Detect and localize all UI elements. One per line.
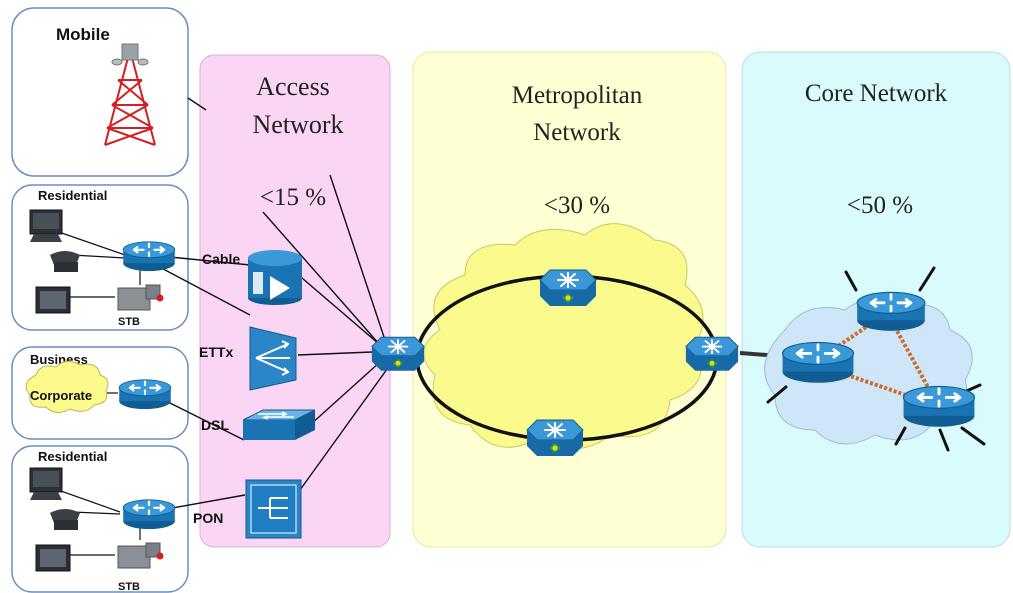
access-title-line2: Network: [253, 110, 344, 139]
desktop-icon: [29, 209, 63, 242]
dsl-switch-icon: [242, 409, 316, 440]
access-title-line1: Access: [256, 72, 330, 101]
desktop-icon: [29, 467, 63, 500]
corporate-label: Corporate: [30, 388, 92, 403]
pon-label: PON: [193, 510, 223, 526]
cable-modem-icon: [248, 250, 302, 305]
metro-title-line1: Metropolitan: [512, 82, 643, 109]
core-percent: <50 %: [847, 192, 913, 219]
metro-switch-bottom-icon: [526, 419, 584, 457]
metro-title-line2: Network: [533, 119, 621, 146]
residential-top-router-icon: [122, 240, 176, 272]
business-router-icon: [118, 378, 172, 410]
stb-bottom-label: STB: [118, 581, 140, 593]
corporate-cloud-icon: [25, 361, 109, 413]
set-top-box-icon: [117, 284, 164, 311]
pon-olt-icon: [245, 479, 302, 539]
phone-icon: [50, 509, 80, 530]
metro-switch-top-icon: [539, 269, 597, 307]
cell-tower-icon: [104, 43, 156, 146]
mobile-label: Mobile: [56, 25, 110, 44]
metro-core-edge-switch-icon: [684, 336, 740, 372]
metro-percent: <30 %: [544, 192, 610, 219]
access-percent: <15 %: [260, 184, 326, 211]
mobile-box: [11, 7, 189, 177]
residential-bottom-router-icon: [122, 498, 176, 530]
set-top-box-icon: [117, 542, 164, 569]
core-title: Core Network: [805, 80, 948, 107]
dsl-label: DSL: [201, 417, 229, 433]
core-router-top-icon: [855, 290, 927, 332]
ettx-switch-icon: [249, 326, 297, 391]
access-aggregation-switch-icon: [370, 336, 426, 372]
phone-icon: [50, 251, 80, 272]
core-router-left-icon: [780, 340, 856, 384]
tv-icon: [35, 286, 71, 314]
tv-icon: [35, 544, 71, 572]
core-router-right-icon: [901, 384, 977, 428]
residential-bottom-label: Residential: [38, 449, 107, 464]
ettx-label: ETTx: [199, 344, 233, 360]
stb-top-label: STB: [118, 316, 140, 328]
residential-top-label: Residential: [38, 188, 107, 203]
cable-label: Cable: [202, 251, 240, 267]
